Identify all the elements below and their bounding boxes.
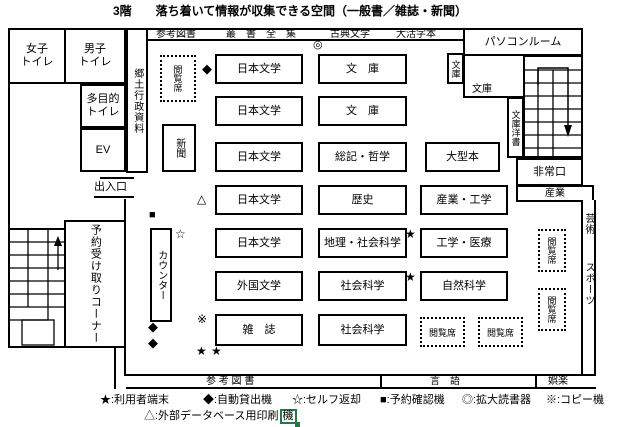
- wall-segment: [124, 199, 126, 220]
- bookshelf-geography-social-science: 地理・社会科学: [318, 228, 407, 258]
- legend-self-return: ☆:セルフ返却: [292, 394, 362, 406]
- bookshelf-natural-science: 自然科学: [420, 271, 508, 301]
- bookshelf-oversized-books: 大型本: [425, 142, 500, 172]
- reading-seat-label: 閲覧席: [546, 296, 557, 323]
- room-pickup-corner: 予約受け取りコーナー: [64, 220, 126, 348]
- bottom-wall-band: [126, 374, 596, 389]
- shelf-bunko-label: 文庫: [472, 84, 492, 95]
- page-title: 3階 落ち着いて情報が収集できる空間（一般書／雑誌・新聞）: [112, 4, 468, 18]
- legend-user-terminal: ★:利用者端末: [100, 394, 170, 406]
- reading-seat-label: 閲覧席: [172, 65, 183, 92]
- reading-seat-northwest: 閲覧席: [160, 55, 196, 102]
- bunko-small-label: 文庫: [450, 59, 461, 78]
- reservation-check-marker: ■: [149, 209, 156, 221]
- legend-db-printer-text: △:外部データベース用印刷: [144, 410, 279, 422]
- user-terminal-marker: ★: [196, 344, 207, 358]
- bookshelf-social-science-1: 社会科学: [318, 271, 407, 301]
- reading-seat-label: 閲覧席: [546, 237, 557, 264]
- bottom-shelf-entertainment: 娯楽: [548, 376, 568, 387]
- service-counter: カウンター: [150, 228, 172, 322]
- room-emergency-exit: 非常口: [516, 158, 583, 186]
- bookshelf-japanese-literature-4: 日本文学: [215, 185, 303, 215]
- bunko-foreign-label: 文庫洋書: [510, 109, 521, 146]
- shelf-newspaper: 新聞: [162, 124, 196, 172]
- entrance-label: 出入口: [94, 181, 127, 193]
- shelf-bunko-small: 文庫: [447, 53, 464, 84]
- bookshelf-japanese-literature-5: 日本文学: [215, 228, 303, 258]
- top-shelf-classical-literature: 古典文学: [330, 29, 370, 40]
- local-materials-label: 郷土行政資料: [131, 67, 143, 134]
- right-wall-band: [581, 200, 596, 374]
- top-wall-band: [148, 28, 463, 41]
- reading-seat-east-1: 閲覧席: [538, 229, 566, 272]
- pickup-corner-label: 予約受け取りコーナー: [89, 224, 102, 344]
- copier-marker: ※: [197, 312, 208, 326]
- bookshelf-magazines: 雑 誌: [215, 314, 303, 346]
- bottom-shelf-language: 言 語: [430, 376, 460, 387]
- magnifier-reader-marker: ◎: [313, 39, 323, 51]
- wall-segment: [463, 56, 465, 97]
- shelf-local-materials: 郷土行政資料: [126, 28, 148, 173]
- shelf-bunko-foreign: 文庫洋書: [507, 97, 524, 158]
- wall-segment: [124, 348, 126, 376]
- db-printer-marker: △: [197, 192, 207, 206]
- legend-db-printer: △:外部データベース用印刷機: [144, 409, 300, 427]
- selected-character: 機: [282, 410, 294, 422]
- shelf-industry: 産業: [516, 185, 594, 202]
- staircase-northeast-down-arrow: [523, 55, 583, 158]
- selection-cursor-box[interactable]: 機: [279, 409, 300, 427]
- bookshelf-japanese-literature-1: 日本文学: [215, 54, 303, 84]
- room-elevator: EV: [80, 128, 126, 172]
- wall-segment: [535, 374, 537, 389]
- self-checkout-marker: ◆: [148, 319, 158, 334]
- wall-segment: [380, 374, 382, 389]
- legend-self-checkout: ◆:自動貸出機: [203, 394, 273, 406]
- bookshelf-bunko-2: 文 庫: [318, 96, 407, 126]
- room-womens-toilet: 女子 トイレ: [8, 28, 66, 84]
- bookshelf-bunko-1: 文 庫: [318, 54, 407, 84]
- wall-segment: [114, 348, 116, 389]
- wall-segment: [463, 96, 523, 98]
- entrance-door-mark: [100, 177, 134, 179]
- self-return-marker: ☆: [175, 227, 186, 241]
- bookshelf-japanese-literature-2: 日本文学: [215, 96, 303, 126]
- reading-seat-east-2: 閲覧席: [538, 288, 566, 331]
- top-shelf-reference-books: 参考図書: [156, 29, 196, 40]
- top-shelf-complete-works: 全 集: [266, 29, 296, 40]
- user-terminal-marker: ★: [405, 270, 416, 284]
- top-shelf-series: 叢 書: [226, 29, 256, 40]
- staircase-west-up-arrow: [8, 228, 68, 348]
- bookshelf-general-philosophy: 総記・哲学: [318, 142, 407, 172]
- bookshelf-industry-engineering: 産業・工学: [420, 185, 508, 215]
- legend-magnifier-reader: ◎:拡大読書器: [462, 394, 532, 406]
- room-mens-toilet: 男子 トイレ: [64, 28, 126, 84]
- room-multipurpose-toilet: 多目的 トイレ: [80, 84, 126, 128]
- bookshelf-engineering-medical: 工学・医療: [420, 228, 508, 258]
- bookshelf-social-science-2: 社会科学: [318, 314, 407, 346]
- counter-label: カウンター: [155, 250, 167, 300]
- bookshelf-history: 歴史: [318, 185, 407, 215]
- self-checkout-marker: ◆: [202, 61, 212, 76]
- bookshelf-foreign-literature: 外国文学: [215, 271, 303, 301]
- top-shelf-large-print: 大活字本: [396, 29, 436, 40]
- reading-seat-south-1: 閲覧席: [420, 317, 465, 347]
- entrance-door-mark: [94, 196, 134, 198]
- newspaper-label: 新聞: [173, 138, 185, 158]
- bookshelf-japanese-literature-3: 日本文学: [215, 142, 303, 172]
- bottom-shelf-reference-books: 参 考 図 書: [206, 376, 255, 387]
- selection-fill-handle[interactable]: [294, 422, 300, 427]
- legend-copier: ※:コピー機: [546, 394, 605, 406]
- user-terminal-marker: ★: [211, 344, 222, 358]
- self-checkout-marker: ◆: [148, 335, 158, 350]
- reading-seat-south-2: 閲覧席: [478, 317, 523, 347]
- room-pc-room: パソコンルーム: [463, 28, 583, 56]
- right-shelf-art: 芸術: [583, 213, 594, 235]
- user-terminal-marker: ★: [405, 227, 416, 241]
- right-shelf-sports: スポーツ: [583, 262, 594, 306]
- legend-reservation-check: ■:予約確認機: [380, 394, 445, 406]
